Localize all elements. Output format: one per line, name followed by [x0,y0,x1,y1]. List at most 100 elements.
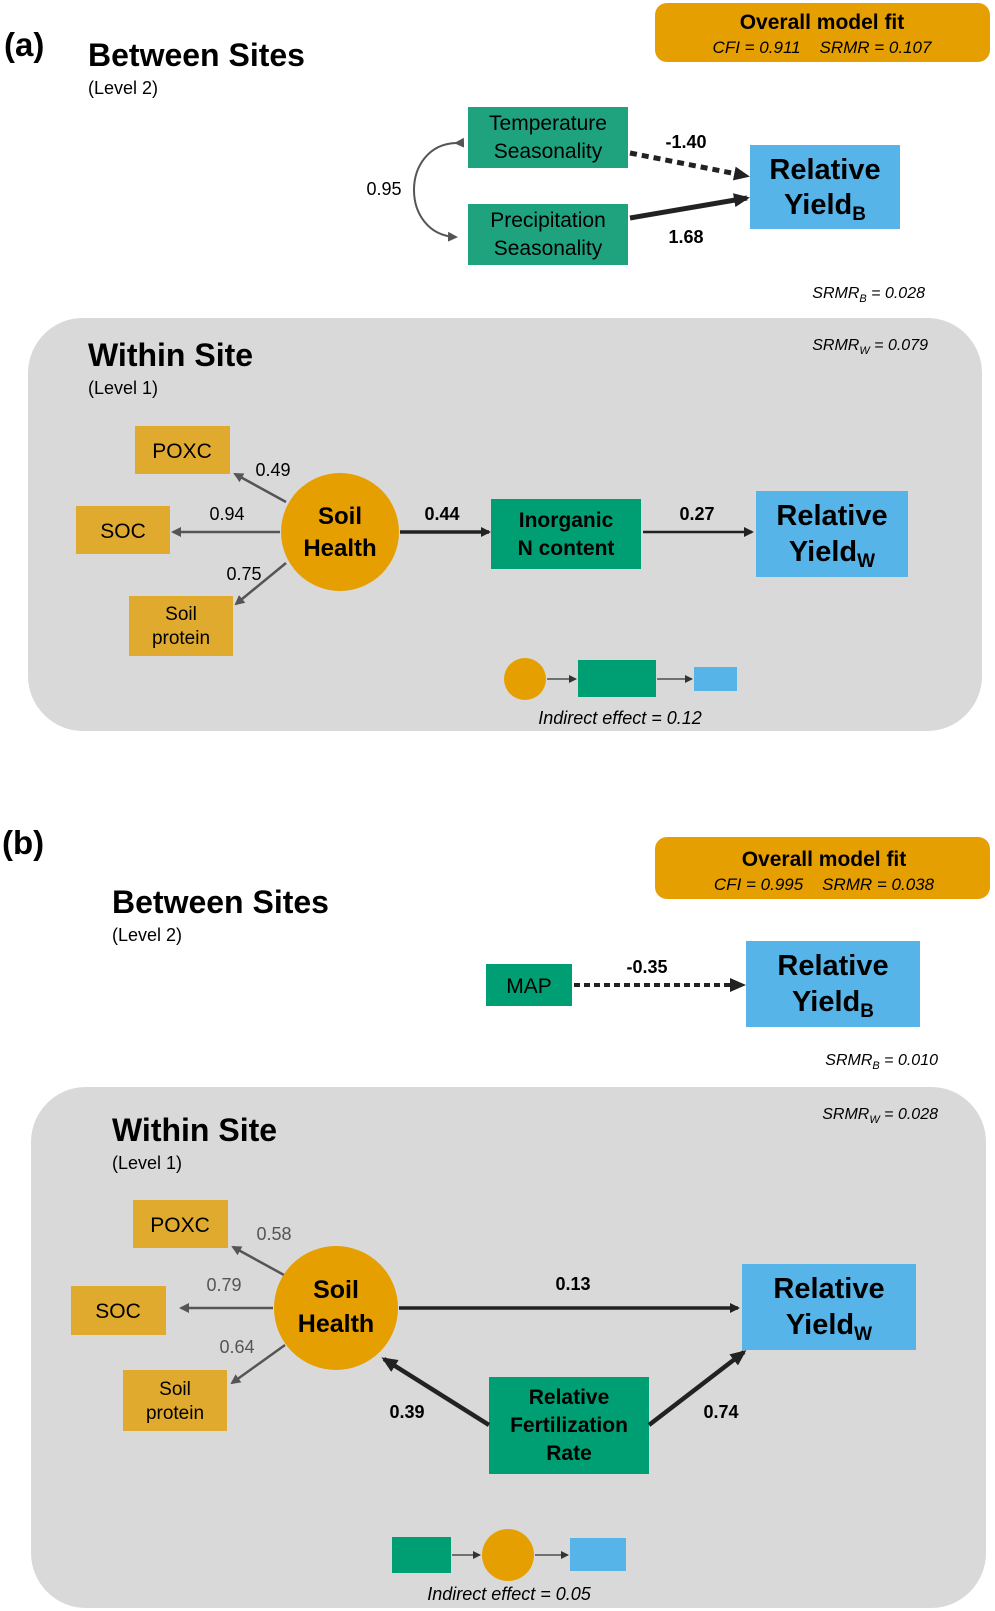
soil-to-protein-arrow [234,562,287,606]
coef-soil-yield: 0.13 [555,1274,590,1294]
between-subtitle: (Level 2) [88,78,158,98]
soil-protein-line1: Soil [165,604,197,625]
load-poxc: 0.58 [256,1224,291,1244]
soil-health-line2: Health [298,1310,374,1338]
poxc-label: POXC [152,440,212,463]
soil-health-line1: Soil [313,1276,359,1304]
poxc-box [135,426,230,474]
yield-b-line2: YieldB [784,189,866,225]
covariance-value: 0.95 [366,179,401,199]
indirect-effect-text: Indirect effect = 0.12 [538,708,702,728]
coef-soil-n: 0.44 [424,504,459,524]
panel-b-label: (b) [2,824,44,861]
yield-b-line1: Relative [777,950,888,982]
panel-a-between: Between Sites (Level 2) 0.95 Temperature… [88,37,925,305]
panel-b-between: Between Sites (Level 2) MAP -0.35 Relati… [112,884,938,1072]
load-soc: 0.79 [206,1275,241,1295]
soc-label: SOC [95,1300,141,1323]
indirect-effect-legend: Indirect effect = 0.12 [504,658,737,728]
soil-health-node [281,473,399,591]
soil-health-node [274,1246,398,1370]
legend-rect-teal [392,1537,451,1573]
fit-box-title: Overall model fit [742,848,907,871]
yield-w-line2: YieldW [786,1309,872,1345]
coef-n-yield: 0.27 [679,504,714,524]
within-title: Within Site [112,1112,277,1148]
panel-a-within: Within Site (Level 1) SRMRW = 0.079 POXC… [28,318,982,731]
soc-box [76,506,170,554]
legend-rect-teal [578,660,656,697]
panel-b: (b) Overall model fit CFI = 0.995 SRMR =… [2,824,990,1608]
temperature-line1: Temperature [489,112,607,135]
coef-fert-soil: 0.39 [389,1402,424,1422]
fit-box-bg [655,837,990,899]
soil-to-poxc-arrow [233,472,287,504]
yield-w-line1: Relative [776,500,887,532]
temperature-line2: Seasonality [494,140,603,163]
fertilization-rate-box [489,1377,649,1474]
soil-health-line1: Soil [318,503,362,530]
srmr-b: SRMRB = 0.010 [825,1052,938,1072]
fit-box-stats: CFI = 0.911 SRMR = 0.107 [713,38,932,57]
legend-rect-blue [694,667,737,691]
fert-to-yield-arrow [647,1350,747,1427]
legend-circle [504,658,546,700]
coef-fert-yield: 0.74 [703,1402,738,1422]
yield-w-line2: YieldW [789,536,875,572]
coef-precip: 1.68 [668,227,703,247]
map-box [486,964,572,1006]
soil-health-line2: Health [303,535,376,562]
legend-circle [482,1529,534,1581]
panel-a: (a) Overall model fit CFI = 0.911 SRMR =… [4,3,990,731]
fert-line1: Relative [529,1386,610,1409]
srmr-b: SRMRB = 0.028 [812,285,925,305]
soil-to-protein-arrow [230,1343,286,1385]
temp-to-yield-arrow [629,150,750,181]
coef-temp: -1.40 [665,132,706,152]
within-subtitle: (Level 1) [88,378,158,398]
panel-a-label: (a) [4,26,44,63]
precipitation-line2: Seasonality [494,237,603,260]
soil-protein-box [123,1370,227,1431]
poxc-label: POXC [150,1214,210,1237]
yield-b-line2: YieldB [792,986,874,1022]
between-title: Between Sites [88,37,305,73]
soil-protein-line2: protein [146,1403,204,1424]
fert-to-soil-arrow [381,1357,491,1427]
relative-yield-w-box [756,491,908,577]
indirect-effect-text: Indirect effect = 0.05 [427,1584,592,1604]
soc-box [71,1286,166,1335]
covariance-arrow [413,137,465,242]
relative-yield-b-box [746,941,920,1027]
load-protein: 0.64 [219,1337,254,1357]
panel-a-fit-box: Overall model fit CFI = 0.911 SRMR = 0.1… [655,3,990,62]
load-protein: 0.75 [226,564,261,584]
between-subtitle: (Level 2) [112,925,182,945]
fert-line2: Fertilization [510,1414,628,1437]
fit-box-title: Overall model fit [740,11,905,34]
yield-b-line1: Relative [769,154,880,186]
between-title: Between Sites [112,884,329,920]
soil-protein-line1: Soil [159,1379,191,1400]
soil-protein-box [129,596,233,656]
load-soc: 0.94 [209,504,244,524]
relative-yield-b-box [750,145,900,229]
relative-yield-w-box [742,1264,916,1350]
precipitation-line1: Precipitation [490,209,606,232]
within-panel-bg [31,1087,986,1608]
srmr-w: SRMRW = 0.079 [812,337,928,357]
precip-to-yield-arrow [629,193,750,221]
indirect-effect-legend: Indirect effect = 0.05 [392,1529,626,1604]
poxc-box [133,1200,228,1248]
soil-protein-line2: protein [152,628,210,649]
within-subtitle: (Level 1) [112,1153,182,1173]
fert-line3: Rate [546,1442,592,1465]
inorganic-n-line2: N content [518,537,615,560]
soil-to-poxc-arrow [231,1245,285,1277]
within-title: Within Site [88,337,253,373]
coef-map: -0.35 [626,957,667,977]
panel-b-within: Within Site (Level 1) SRMRW = 0.028 POXC… [31,1087,986,1608]
fit-box-stats: CFI = 0.995 SRMR = 0.038 [714,875,935,894]
load-poxc: 0.49 [255,460,290,480]
